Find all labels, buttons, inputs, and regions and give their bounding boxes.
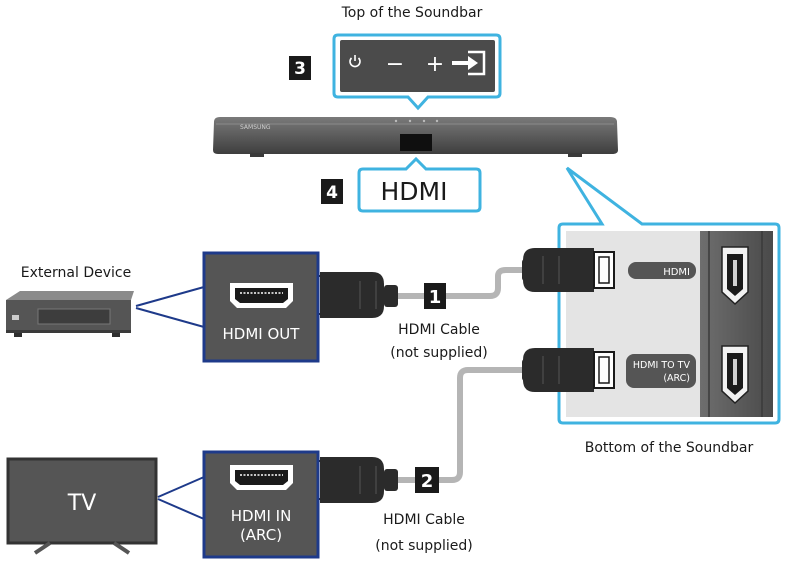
power-icon — [349, 55, 361, 68]
cable-2-plug-soundbar — [522, 348, 615, 392]
hdmi-in-label: HDMI IN — [231, 507, 292, 525]
device-callout-lines — [135, 286, 205, 328]
hdmi-out-label: HDMI OUT — [223, 325, 301, 343]
hdmi-out-panel: HDMI OUT — [202, 251, 320, 363]
external-device-label: External Device — [21, 265, 131, 281]
svg-text:1: 1 — [429, 287, 442, 308]
soundbar-hdmi-in-socket — [721, 246, 749, 306]
port-hdmi-label: HDMI — [663, 267, 690, 278]
svg-text:2: 2 — [421, 471, 434, 492]
soundbar-hdmi-to-tv-socket — [721, 345, 749, 405]
brand-logo: SAMSUNG — [240, 124, 271, 131]
step-4-badge: 4 — [321, 179, 343, 204]
top-of-soundbar-label: Top of the Soundbar — [341, 5, 483, 21]
hdmi-in-arc-label: (ARC) — [240, 526, 282, 544]
hdmi-callout-label: HDMI — [381, 177, 448, 206]
top-control-panel-callout: − + — [332, 33, 502, 111]
hdmi-in-panel: HDMI IN (ARC) — [202, 450, 320, 559]
volume-up-button[interactable]: + — [426, 52, 444, 77]
cable-2-label: HDMI Cable — [383, 512, 465, 528]
soundbar: SAMSUNG — [213, 117, 618, 157]
step-1-badge: 1 — [424, 283, 446, 309]
cable-1-plug-soundbar — [522, 248, 615, 292]
svg-text:4: 4 — [326, 183, 338, 203]
svg-text:3: 3 — [294, 59, 306, 79]
cable-2 — [398, 367, 528, 483]
tv: TV — [6, 457, 158, 555]
source-icon — [452, 50, 486, 76]
cable-1 — [398, 267, 528, 299]
step-2-badge: 2 — [415, 467, 439, 493]
cable-2-note: (not supplied) — [375, 538, 473, 554]
cable-1-label: HDMI Cable — [398, 322, 480, 338]
external-device — [6, 291, 134, 337]
tv-label: TV — [67, 491, 97, 516]
cable-1-note: (not supplied) — [390, 345, 488, 361]
port-arc-label: (ARC) — [663, 373, 690, 384]
volume-down-button[interactable]: − — [386, 52, 404, 77]
hdmi-callout: HDMI — [357, 156, 482, 213]
tv-callout-lines — [157, 476, 205, 520]
soundbar-hdmi-port — [400, 134, 432, 151]
bottom-of-soundbar-label: Bottom of the Soundbar — [585, 440, 754, 456]
port-hdmi-to-tv-label: HDMI TO TV — [633, 360, 691, 371]
step-3-badge: 3 — [289, 56, 311, 80]
